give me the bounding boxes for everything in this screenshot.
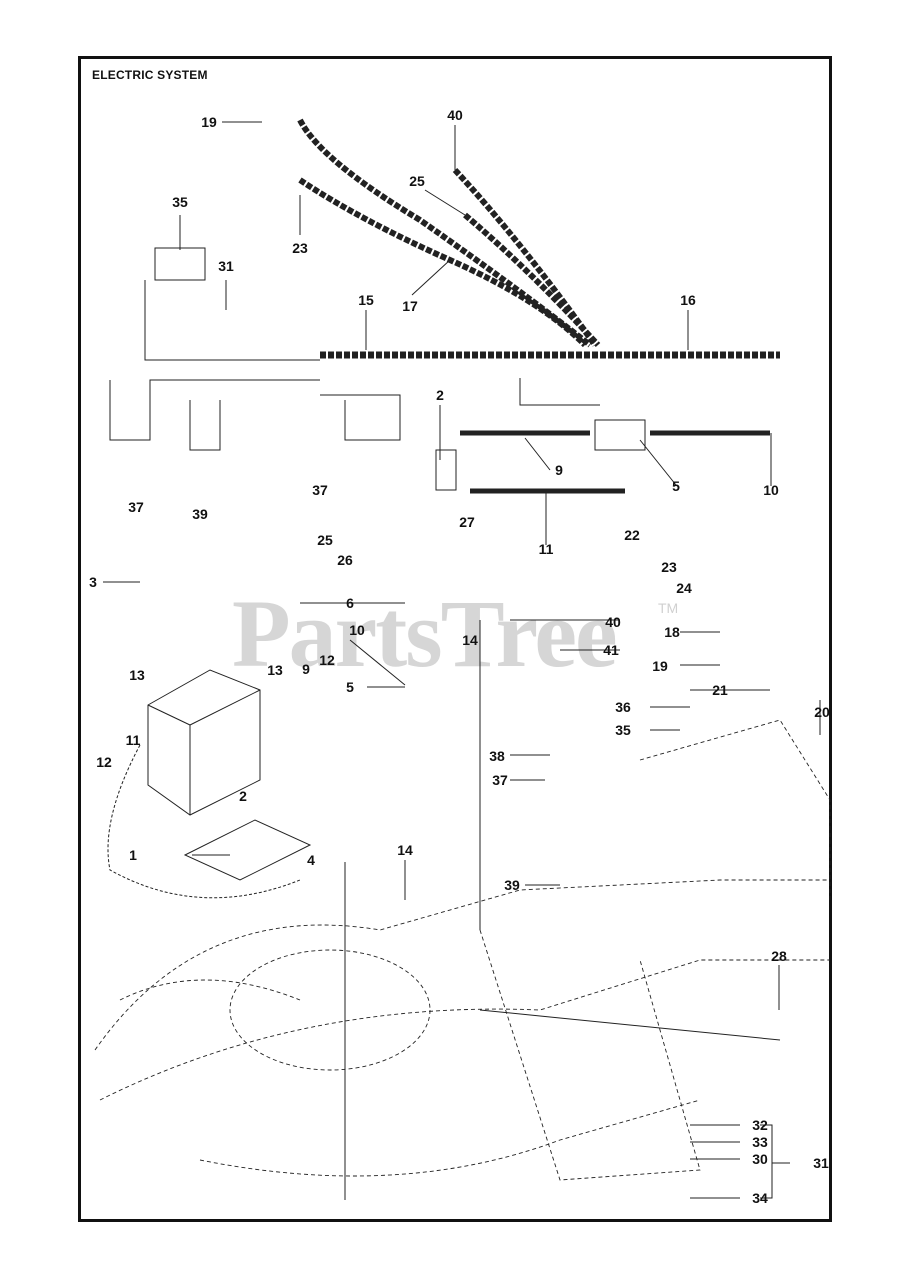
callout-18: 18 <box>664 624 680 640</box>
callout-23: 23 <box>661 559 677 575</box>
callout-36: 36 <box>615 699 631 715</box>
callout-16: 16 <box>680 292 696 308</box>
callout-39: 39 <box>504 877 520 893</box>
callout-37: 37 <box>128 499 144 515</box>
callout-38: 38 <box>489 748 505 764</box>
callout-32: 32 <box>752 1117 768 1133</box>
callout-20: 20 <box>814 704 830 720</box>
watermark-tm: TM <box>658 600 679 616</box>
callout-27: 27 <box>459 514 475 530</box>
callout-22: 22 <box>624 527 640 543</box>
callout-30: 30 <box>752 1151 768 1167</box>
callout-11: 11 <box>538 541 554 557</box>
callout-34: 34 <box>752 1190 768 1206</box>
callout-24: 24 <box>676 580 692 596</box>
callout-35: 35 <box>615 722 631 738</box>
callout-31: 31 <box>218 258 234 274</box>
callout-3: 3 <box>89 574 97 590</box>
callout-21: 21 <box>712 682 728 698</box>
callout-35: 35 <box>172 194 188 210</box>
callout-10: 10 <box>349 622 365 638</box>
watermark: PartsTree <box>232 580 618 687</box>
callout-2: 2 <box>436 387 444 403</box>
callout-4: 4 <box>307 852 315 868</box>
callout-25: 25 <box>409 173 425 189</box>
callout-9: 9 <box>555 462 563 478</box>
callout-31: 31 <box>813 1155 829 1171</box>
callout-11: 11 <box>125 732 141 748</box>
callout-12: 12 <box>319 652 335 668</box>
callout-37: 37 <box>492 772 508 788</box>
callout-40: 40 <box>447 107 463 123</box>
callout-12: 12 <box>96 754 112 770</box>
callout-41: 41 <box>603 642 619 658</box>
callout-14: 14 <box>462 632 478 648</box>
callout-2: 2 <box>239 788 247 804</box>
callout-37: 37 <box>312 482 328 498</box>
callout-19: 19 <box>652 658 668 674</box>
callout-6: 6 <box>346 595 354 611</box>
callout-23: 23 <box>292 240 308 256</box>
callout-17: 17 <box>402 298 418 314</box>
callout-15: 15 <box>358 292 374 308</box>
diagram-title: ELECTRIC SYSTEM <box>92 68 208 82</box>
callout-1: 1 <box>129 847 137 863</box>
callout-5: 5 <box>672 478 680 494</box>
callout-33: 33 <box>752 1134 768 1150</box>
callout-13: 13 <box>267 662 283 678</box>
callout-40: 40 <box>605 614 621 630</box>
callout-9: 9 <box>302 661 310 677</box>
callout-26: 26 <box>337 552 353 568</box>
callout-10: 10 <box>763 482 779 498</box>
callout-28: 28 <box>771 948 787 964</box>
callout-25: 25 <box>317 532 333 548</box>
callout-5: 5 <box>346 679 354 695</box>
callout-14: 14 <box>397 842 413 858</box>
callout-19: 19 <box>201 114 217 130</box>
diagram-frame <box>78 56 832 1222</box>
callout-13: 13 <box>129 667 145 683</box>
callout-39: 39 <box>192 506 208 522</box>
